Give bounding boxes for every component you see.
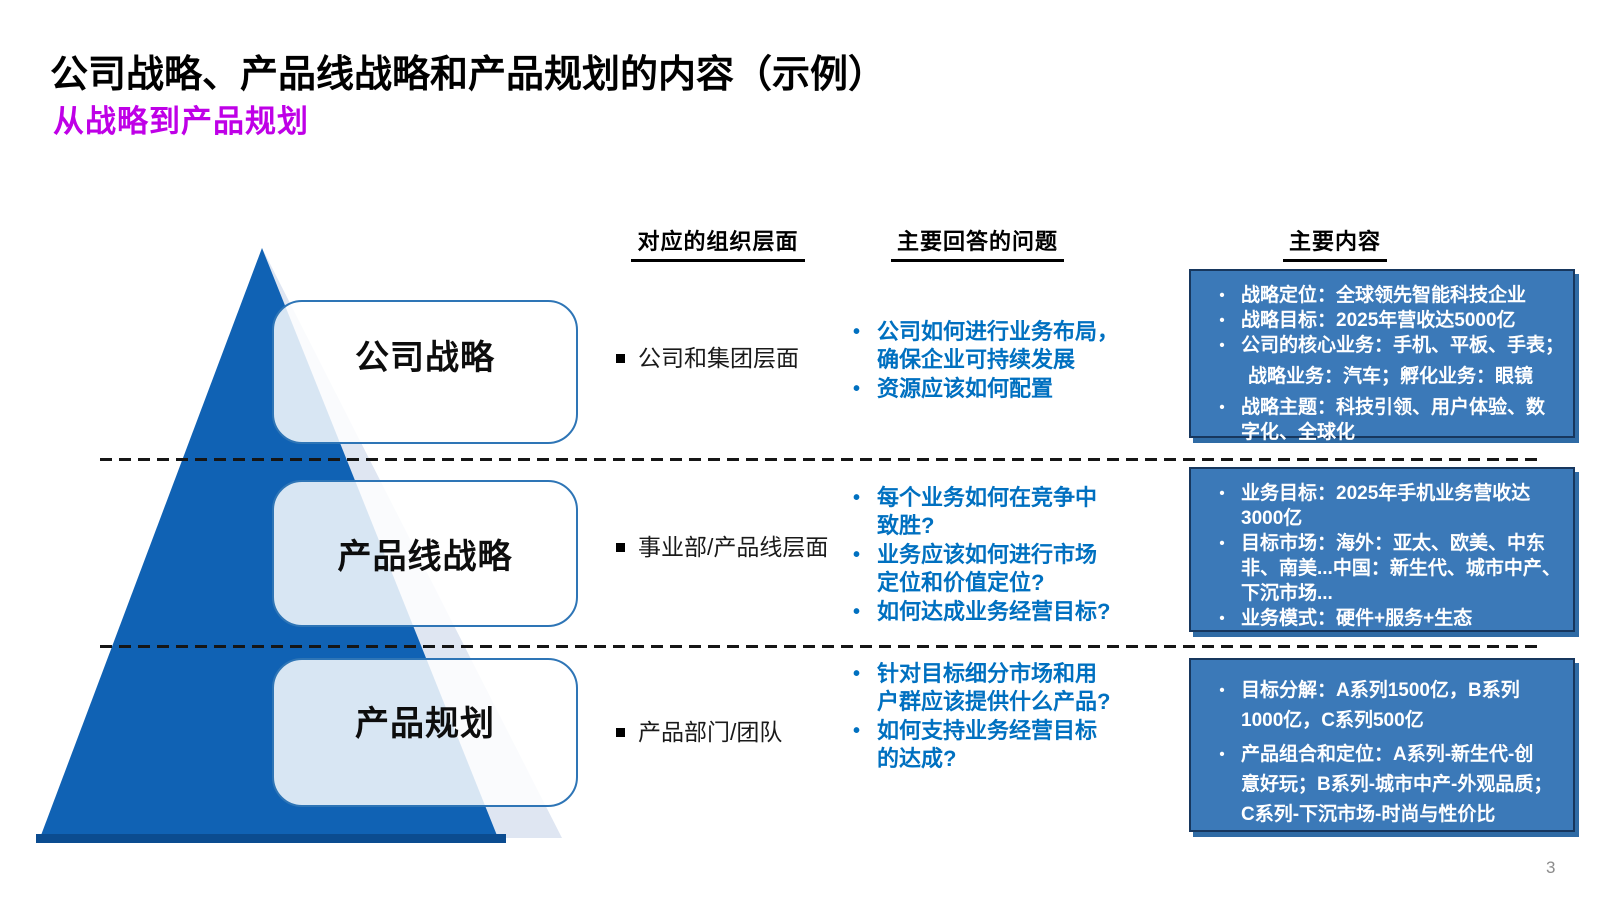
content-text: 战略定位：全球领先智能科技企业 [1241,285,1527,306]
bullet-dot-icon: • [1219,399,1225,416]
page-number: 3 [1546,858,1556,877]
bullet-dot-icon: • [1219,610,1225,627]
content-box-company-strategy: • 战略定位：全球领先智能科技企业 • 战略目标：2025年营收达5000亿 •… [1189,269,1575,443]
pyramid-level-box-product-line-strategy: 产品线战略 [272,480,578,627]
content-line: • 目标分解：A系列1500亿，B系列 1000亿，C系列500亿 [1203,676,1565,736]
slide-title: 公司战略、产品线战略和产品规划的内容（示例） [50,54,887,96]
content-line: • 战略目标：2025年营收达5000亿 [1203,308,1565,333]
question-item: 针对目标细分市场和用 户群应该提供什么产品? [853,660,1153,716]
bullet-dot-icon: • [1219,312,1225,329]
content-text: 目标市场：海外：亚太、欧美、中东 非、南美...中国：新生代、城市中产、 下沉市… [1241,533,1561,604]
question-text: 如何达成业务经营目标? [877,599,1111,624]
pyramid-level-box-product-planning: 产品规划 [272,658,578,807]
org-level-item: 事业部/产品线层面 [616,533,866,561]
question-item: 如何达成业务经营目标? [853,598,1153,626]
pyramid-level-label: 产品规划 [355,705,495,743]
org-level-text: 公司和集团层面 [638,345,799,371]
pyramid-level-label: 公司战略 [355,338,495,377]
content-text: 战略目标：2025年营收达5000亿 [1241,310,1516,331]
bullet-dot-icon: • [1219,746,1225,763]
column-header-label: 主要内容 [1282,224,1387,262]
pyramid-level-box-company-strategy: 公司战略 [272,300,578,444]
content-line: • 业务目标：2025年手机业务营收达 3000亿 [1203,481,1565,531]
question-item: 业务应该如何进行市场 定位和价值定位? [853,541,1153,597]
pyramid-base-shadow [36,834,506,843]
slide-subtitle: 从战略到产品规划 [53,104,309,139]
content-text: 产品组合和定位：A系列-新生代-创 意好玩；B系列-城市中产-外观品质； C系列… [1241,744,1553,825]
column-header-label: 对应的组织层面 [631,224,805,262]
square-bullet-icon [616,728,625,737]
content-text: 目标分解：A系列1500亿，B系列 1000亿，C系列500亿 [1241,680,1520,731]
content-line: • 目标市场：海外：亚太、欧美、中东 非、南美...中国：新生代、城市中产、 下… [1203,531,1565,606]
content-text: 公司的核心业务：手机、平板、手表； [1241,335,1565,356]
content-text: 业务模式：硬件+服务+生态 [1241,608,1473,629]
column-header-key-questions: 主要回答的问题 [855,224,1100,262]
org-level-text: 事业部/产品线层面 [638,534,829,560]
question-list: 针对目标细分市场和用 户群应该提供什么产品? 如何支持业务经营目标 的达成? [853,660,1153,774]
content-line: • 公司的核心业务：手机、平板、手表； [1203,333,1565,358]
question-text: 每个业务如何在竞争中 致胜? [877,485,1098,538]
bullet-dot-icon: • [1219,682,1225,699]
question-list: 公司如何进行业务布局， 确保企业可持续发展 资源应该如何配置 [853,318,1153,404]
content-line: • 产品组合和定位：A系列-新生代-创 意好玩；B系列-城市中产-外观品质； C… [1203,740,1565,830]
question-text: 公司如何进行业务布局， 确保企业可持续发展 [877,319,1120,372]
pyramid-level-label: 产品线战略 [337,538,513,576]
question-item: 公司如何进行业务布局， 确保企业可持续发展 [853,318,1153,374]
content-line: 战略业务：汽车；孵化业务：眼镜 [1203,364,1565,389]
question-list: 每个业务如何在竞争中 致胜? 业务应该如何进行市场 定位和价值定位? 如何达成业… [853,484,1153,627]
question-text: 如何支持业务经营目标 的达成? [877,718,1098,771]
divider-dashed-line [100,458,1540,461]
column-header-label: 主要回答的问题 [890,224,1064,262]
org-level-item: 产品部门/团队 [616,718,866,746]
question-text: 资源应该如何配置 [877,376,1054,401]
content-line: • 战略定位：全球领先智能科技企业 [1203,283,1565,308]
question-item: 每个业务如何在竞争中 致胜? [853,484,1153,540]
square-bullet-icon [616,543,625,552]
content-text: 战略主题：科技引领、用户体验、数 字化、全球化 [1241,397,1546,443]
question-item: 如何支持业务经营目标 的达成? [853,717,1153,773]
org-level-text: 产品部门/团队 [638,719,783,745]
content-text: 业务目标：2025年手机业务营收达 3000亿 [1241,483,1531,529]
org-level-item: 公司和集团层面 [616,344,866,372]
column-header-main-content: 主要内容 [1200,224,1470,262]
bullet-dot-icon: • [1219,337,1225,354]
divider-dashed-line [100,645,1540,648]
bullet-dot-icon: • [1219,287,1225,304]
content-box-product-line-strategy: • 业务目标：2025年手机业务营收达 3000亿 • 目标市场：海外：亚太、欧… [1189,467,1575,632]
column-header-org-level: 对应的组织层面 [598,224,838,262]
bullet-dot-icon: • [1219,485,1225,502]
question-item: 资源应该如何配置 [853,375,1153,403]
bullet-dot-icon: • [1219,535,1225,552]
content-line: • 战略主题：科技引领、用户体验、数 字化、全球化 [1203,395,1565,445]
content-text: 战略业务：汽车；孵化业务：眼镜 [1248,366,1534,387]
content-box-product-planning: • 目标分解：A系列1500亿，B系列 1000亿，C系列500亿 • 产品组合… [1189,658,1575,832]
question-text: 针对目标细分市场和用 户群应该提供什么产品? [877,661,1111,714]
square-bullet-icon [616,354,625,363]
content-line: • 业务模式：硬件+服务+生态 [1203,606,1565,631]
question-text: 业务应该如何进行市场 定位和价值定位? [877,542,1098,595]
